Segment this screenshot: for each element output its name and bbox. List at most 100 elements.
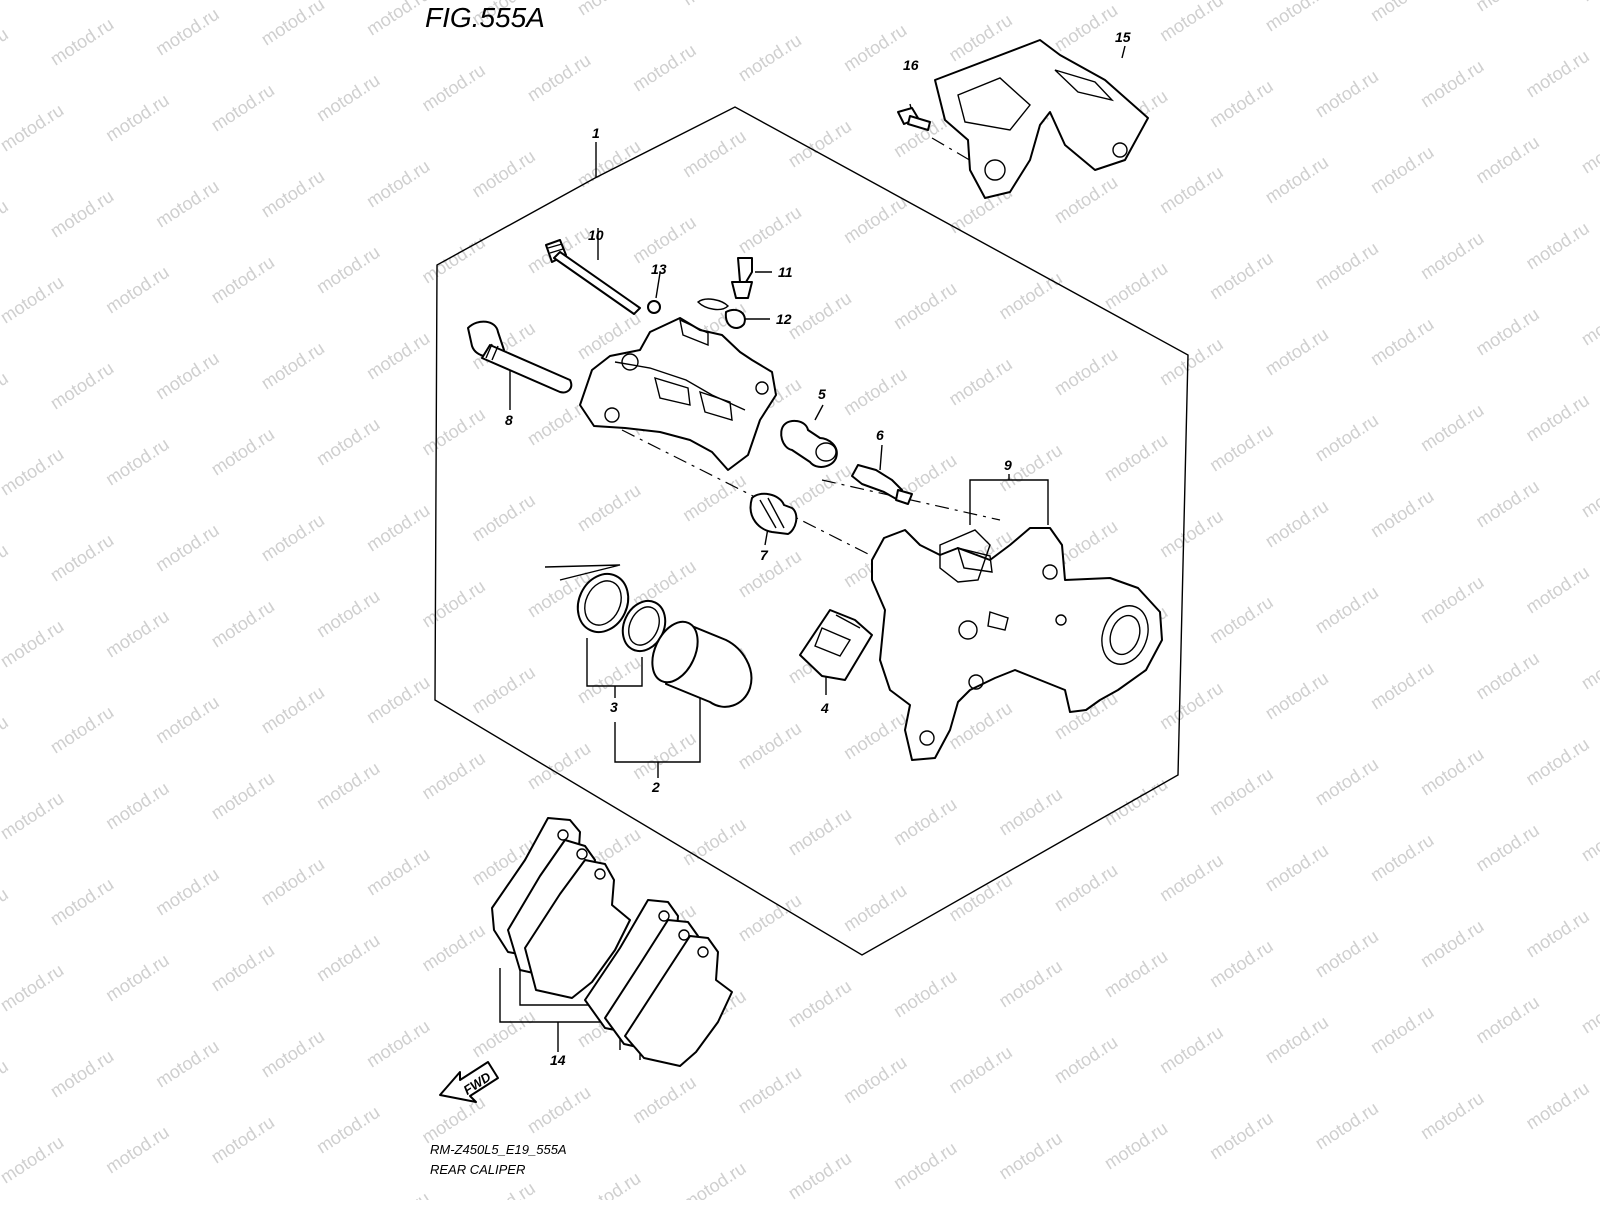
watermark-text: motod.ru — [1472, 0, 1542, 15]
watermark-text: motod.ru — [784, 804, 854, 859]
watermark-text: motod.ru — [0, 196, 12, 251]
watermark-text: motod.ru — [784, 460, 854, 515]
watermark-text: motod.ru — [468, 1178, 538, 1200]
watermark-text: motod.ru — [1311, 66, 1381, 121]
watermark-text: motod.ru — [1101, 946, 1171, 1001]
watermark-text: motod.ru — [945, 1042, 1015, 1097]
figure-title: FIG.555A — [425, 2, 545, 33]
watermark-text: motod.ru — [313, 1102, 383, 1157]
watermark-text: motod.ru — [1311, 926, 1381, 981]
watermark-text: motod.ru — [629, 40, 699, 95]
watermark-text: motod.ru — [840, 20, 910, 75]
watermark-text: motod.ru — [1051, 344, 1121, 399]
watermark-text: motod.ru — [1578, 466, 1600, 521]
watermark-text: motod.ru — [1367, 142, 1437, 197]
watermark-text: motod.ru — [207, 768, 277, 823]
watermark-text: motod.ru — [890, 794, 960, 849]
watermark-text: motod.ru — [468, 662, 538, 717]
watermark-text: motod.ru — [1472, 132, 1542, 187]
watermark-text: motod.ru — [1578, 810, 1600, 865]
watermark-text: motod.ru — [257, 854, 327, 909]
watermark-text: motod.ru — [257, 682, 327, 737]
watermark-text: motod.ru — [524, 50, 594, 105]
watermark-text: motod.ru — [734, 718, 804, 773]
watermark-text: motod.ru — [784, 1148, 854, 1200]
watermark-text: motod.ru — [1101, 774, 1171, 829]
watermark-text: motod.ru — [1156, 506, 1226, 561]
watermark-text: motod.ru — [207, 80, 277, 135]
watermark-text: motod.ru — [1206, 764, 1276, 819]
watermark-text: motod.ru — [890, 278, 960, 333]
part-3-seal-outer-inner — [584, 580, 622, 626]
watermark-text: motod.ru — [363, 844, 433, 899]
watermark-text: motod.ru — [1522, 390, 1592, 445]
callout-8: 8 — [505, 412, 513, 428]
watermark-text: motod.ru — [1522, 562, 1592, 617]
callout-10: 10 — [588, 227, 604, 243]
part-6-pin — [851, 464, 913, 505]
watermark-text: motod.ru — [152, 176, 222, 231]
watermark-text: motod.ru — [47, 874, 117, 929]
watermark-text: motod.ru — [890, 966, 960, 1021]
watermark-text: motod.ru — [1051, 860, 1121, 915]
watermark-text: motod.ru — [363, 672, 433, 727]
watermark-text: motod.ru — [363, 328, 433, 383]
watermark-text: motod.ru — [0, 788, 67, 843]
watermark-text: motod.ru — [1101, 258, 1171, 313]
watermark-text: motod.ru — [734, 202, 804, 257]
watermark-text: motod.ru — [152, 520, 222, 575]
watermark-text: motod.ru — [1261, 1012, 1331, 1067]
part-8-pin — [467, 320, 573, 394]
watermark-text: motod.ru — [995, 268, 1065, 323]
watermark-text: motod.ru — [0, 24, 12, 79]
watermark-text: motod.ru — [629, 212, 699, 267]
callout-12: 12 — [776, 311, 792, 327]
watermark-text: motod.ru — [363, 0, 433, 39]
caliper-body — [579, 317, 777, 471]
callout-9: 9 — [1004, 457, 1012, 473]
callout-13: 13 — [651, 261, 667, 277]
watermark-text: motod.ru — [1261, 152, 1331, 207]
callout-4: 4 — [820, 700, 829, 716]
part-2-piston — [651, 620, 753, 708]
part-3-seal-inner-inner — [628, 606, 660, 646]
watermark-text: motod.ru — [468, 1006, 538, 1061]
watermark-text: motod.ru — [257, 1026, 327, 1081]
watermark-text: motod.ru — [945, 354, 1015, 409]
part-7-boot — [749, 492, 798, 535]
watermark-text: motod.ru — [1311, 582, 1381, 637]
watermark-text: motod.ru — [840, 708, 910, 763]
watermark-text: motod.ru — [152, 692, 222, 747]
watermark-text: motod.ru — [734, 30, 804, 85]
watermark-text: motod.ru — [1522, 906, 1592, 961]
watermark-text: motod.ru — [313, 414, 383, 469]
fwd-arrow: FWD — [439, 1061, 499, 1103]
watermark-text: motod.ru — [1578, 0, 1600, 5]
watermark-text: motod.ru — [102, 950, 172, 1005]
watermark-text: motod.ru — [0, 960, 67, 1015]
watermark-text: motod.ru — [945, 870, 1015, 925]
part-10-pin — [545, 239, 641, 315]
watermark-text: motod.ru — [363, 156, 433, 211]
watermark-text: motod.ru — [995, 1128, 1065, 1183]
watermark-text: motod.ru — [363, 1188, 433, 1200]
watermark-text: motod.ru — [1522, 218, 1592, 273]
watermark-text: motod.ru — [1472, 992, 1542, 1047]
watermark-text: motod.ru — [1051, 172, 1121, 227]
watermark-text: motod.ru — [207, 252, 277, 307]
watermark-text: motod.ru — [1311, 238, 1381, 293]
watermark-text: motod.ru — [0, 712, 12, 767]
watermark-text: motod.ru — [313, 70, 383, 125]
watermark-text: motod.ru — [0, 616, 67, 671]
watermark-text: motod.ru — [1156, 162, 1226, 217]
watermark-text: motod.ru — [1417, 572, 1487, 627]
watermark-text: motod.ru — [207, 424, 277, 479]
figure-model-code: RM-Z450L5_E19_555A — [430, 1142, 567, 1157]
watermark-text: motod.ru — [629, 1072, 699, 1127]
watermark-text: motod.ru — [102, 90, 172, 145]
watermark-text: motod.ru — [1261, 496, 1331, 551]
watermark-text: motod.ru — [418, 232, 488, 287]
watermark-text: motod.ru — [1156, 850, 1226, 905]
